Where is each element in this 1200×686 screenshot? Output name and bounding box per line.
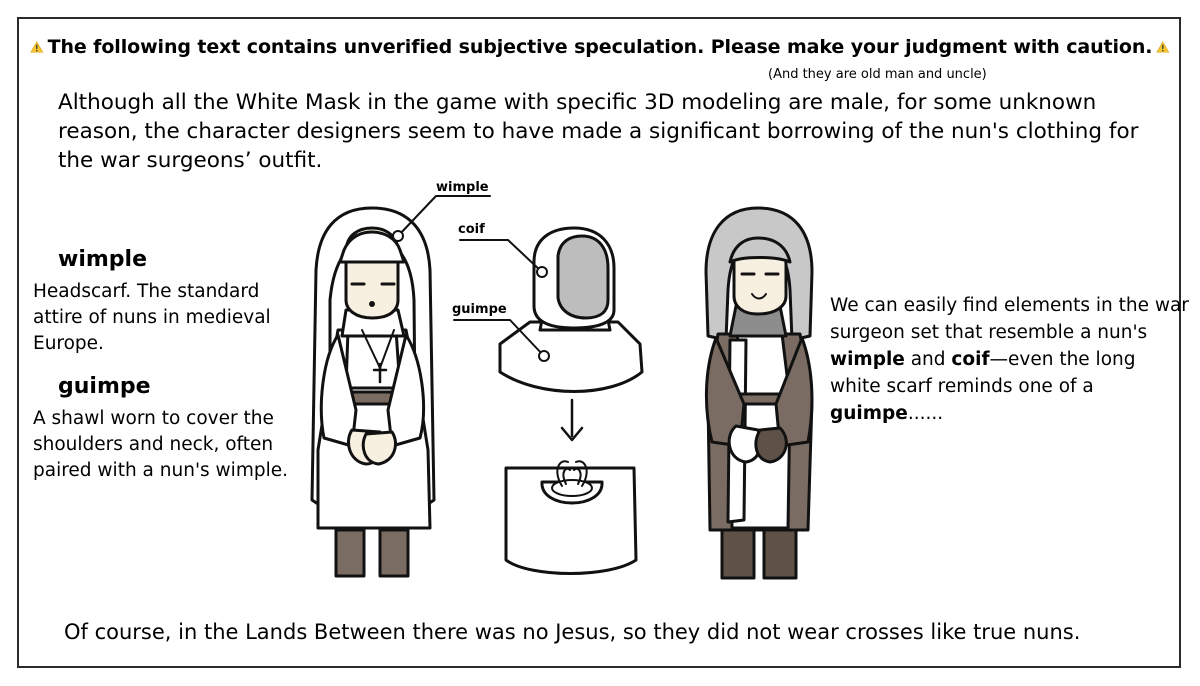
intro-paragraph: Although all the White Mask in the game … xyxy=(58,90,1139,173)
desc-end: ...... xyxy=(907,403,944,424)
surgeon-description: We can easily find elements in the war s… xyxy=(830,292,1190,427)
guimpe-flat-illustration xyxy=(504,460,638,575)
guimpe-term: guimpe xyxy=(58,374,151,399)
desc-guimpe: guimpe xyxy=(830,403,908,424)
label-guimpe: guimpe xyxy=(452,302,507,317)
warning-icon xyxy=(30,41,44,53)
warning-text: The following text contains unverified s… xyxy=(47,36,1153,58)
warning-icon xyxy=(1156,41,1170,53)
label-wimple: wimple xyxy=(436,180,489,195)
desc-and: and xyxy=(904,349,952,370)
desc-coif: coif xyxy=(951,349,990,370)
desc-part1: We can easily find elements in the war s… xyxy=(830,295,1189,343)
surgeon-figure xyxy=(704,206,814,580)
wimple-term: wimple xyxy=(58,247,147,272)
footer-text: Of course, in the Lands Between there wa… xyxy=(64,620,1081,644)
coif-illustration xyxy=(498,226,644,393)
border-frame xyxy=(17,17,1181,668)
desc-part2: —even the long white scarf reminds one o… xyxy=(830,349,1136,397)
note-text: (And they are old man and uncle) xyxy=(768,67,987,82)
label-coif: coif xyxy=(458,222,485,237)
nun-figure xyxy=(310,206,436,578)
desc-wimple: wimple xyxy=(830,349,905,370)
warning-banner: The following text contains unverified s… xyxy=(30,30,1170,64)
wimple-description: Headscarf. The standard attire of nuns i… xyxy=(33,281,271,354)
guimpe-description: A shawl worn to cover the shoulders and … xyxy=(33,408,288,481)
